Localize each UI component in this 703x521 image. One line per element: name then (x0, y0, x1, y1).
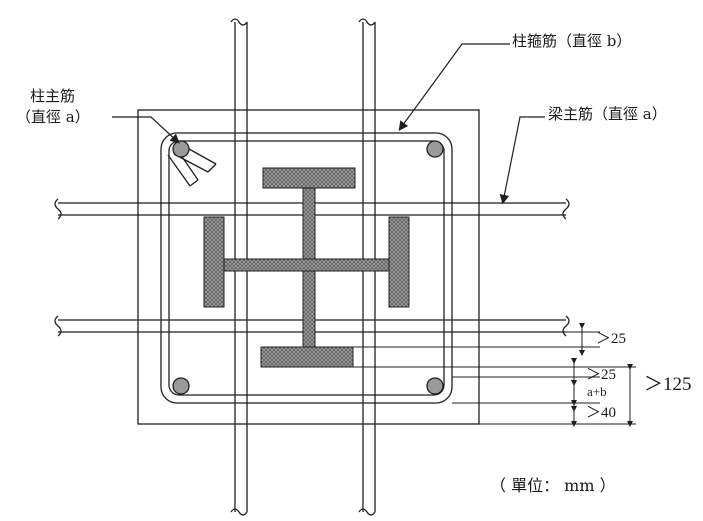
column-main-bars (172, 140, 444, 395)
dimension-label-d3: a+b (587, 384, 607, 399)
column-outline (137, 109, 480, 425)
column-tie-label: 柱箍筋（直徑 b） (512, 32, 632, 50)
leader-lines (112, 43, 545, 205)
column-main-bar-label-line1: 柱主筋 (30, 87, 76, 105)
dimension-label-d1: ＞25 (596, 331, 627, 347)
column-main-bar-label-line2: （直徑 a） (16, 108, 90, 126)
steel-section (203, 167, 410, 368)
unit-note: （ 單位： mm ） (490, 476, 616, 495)
dimension-label-d2: ＞25 (586, 367, 617, 383)
dimension-lines (353, 323, 636, 427)
column-tie (160, 132, 453, 404)
beam-main-bar-label: 梁主筋（直徑 a） (548, 105, 667, 123)
dimension-label-d4: ＞40 (586, 405, 617, 421)
dimension-label-total: ＞125 (644, 374, 692, 395)
